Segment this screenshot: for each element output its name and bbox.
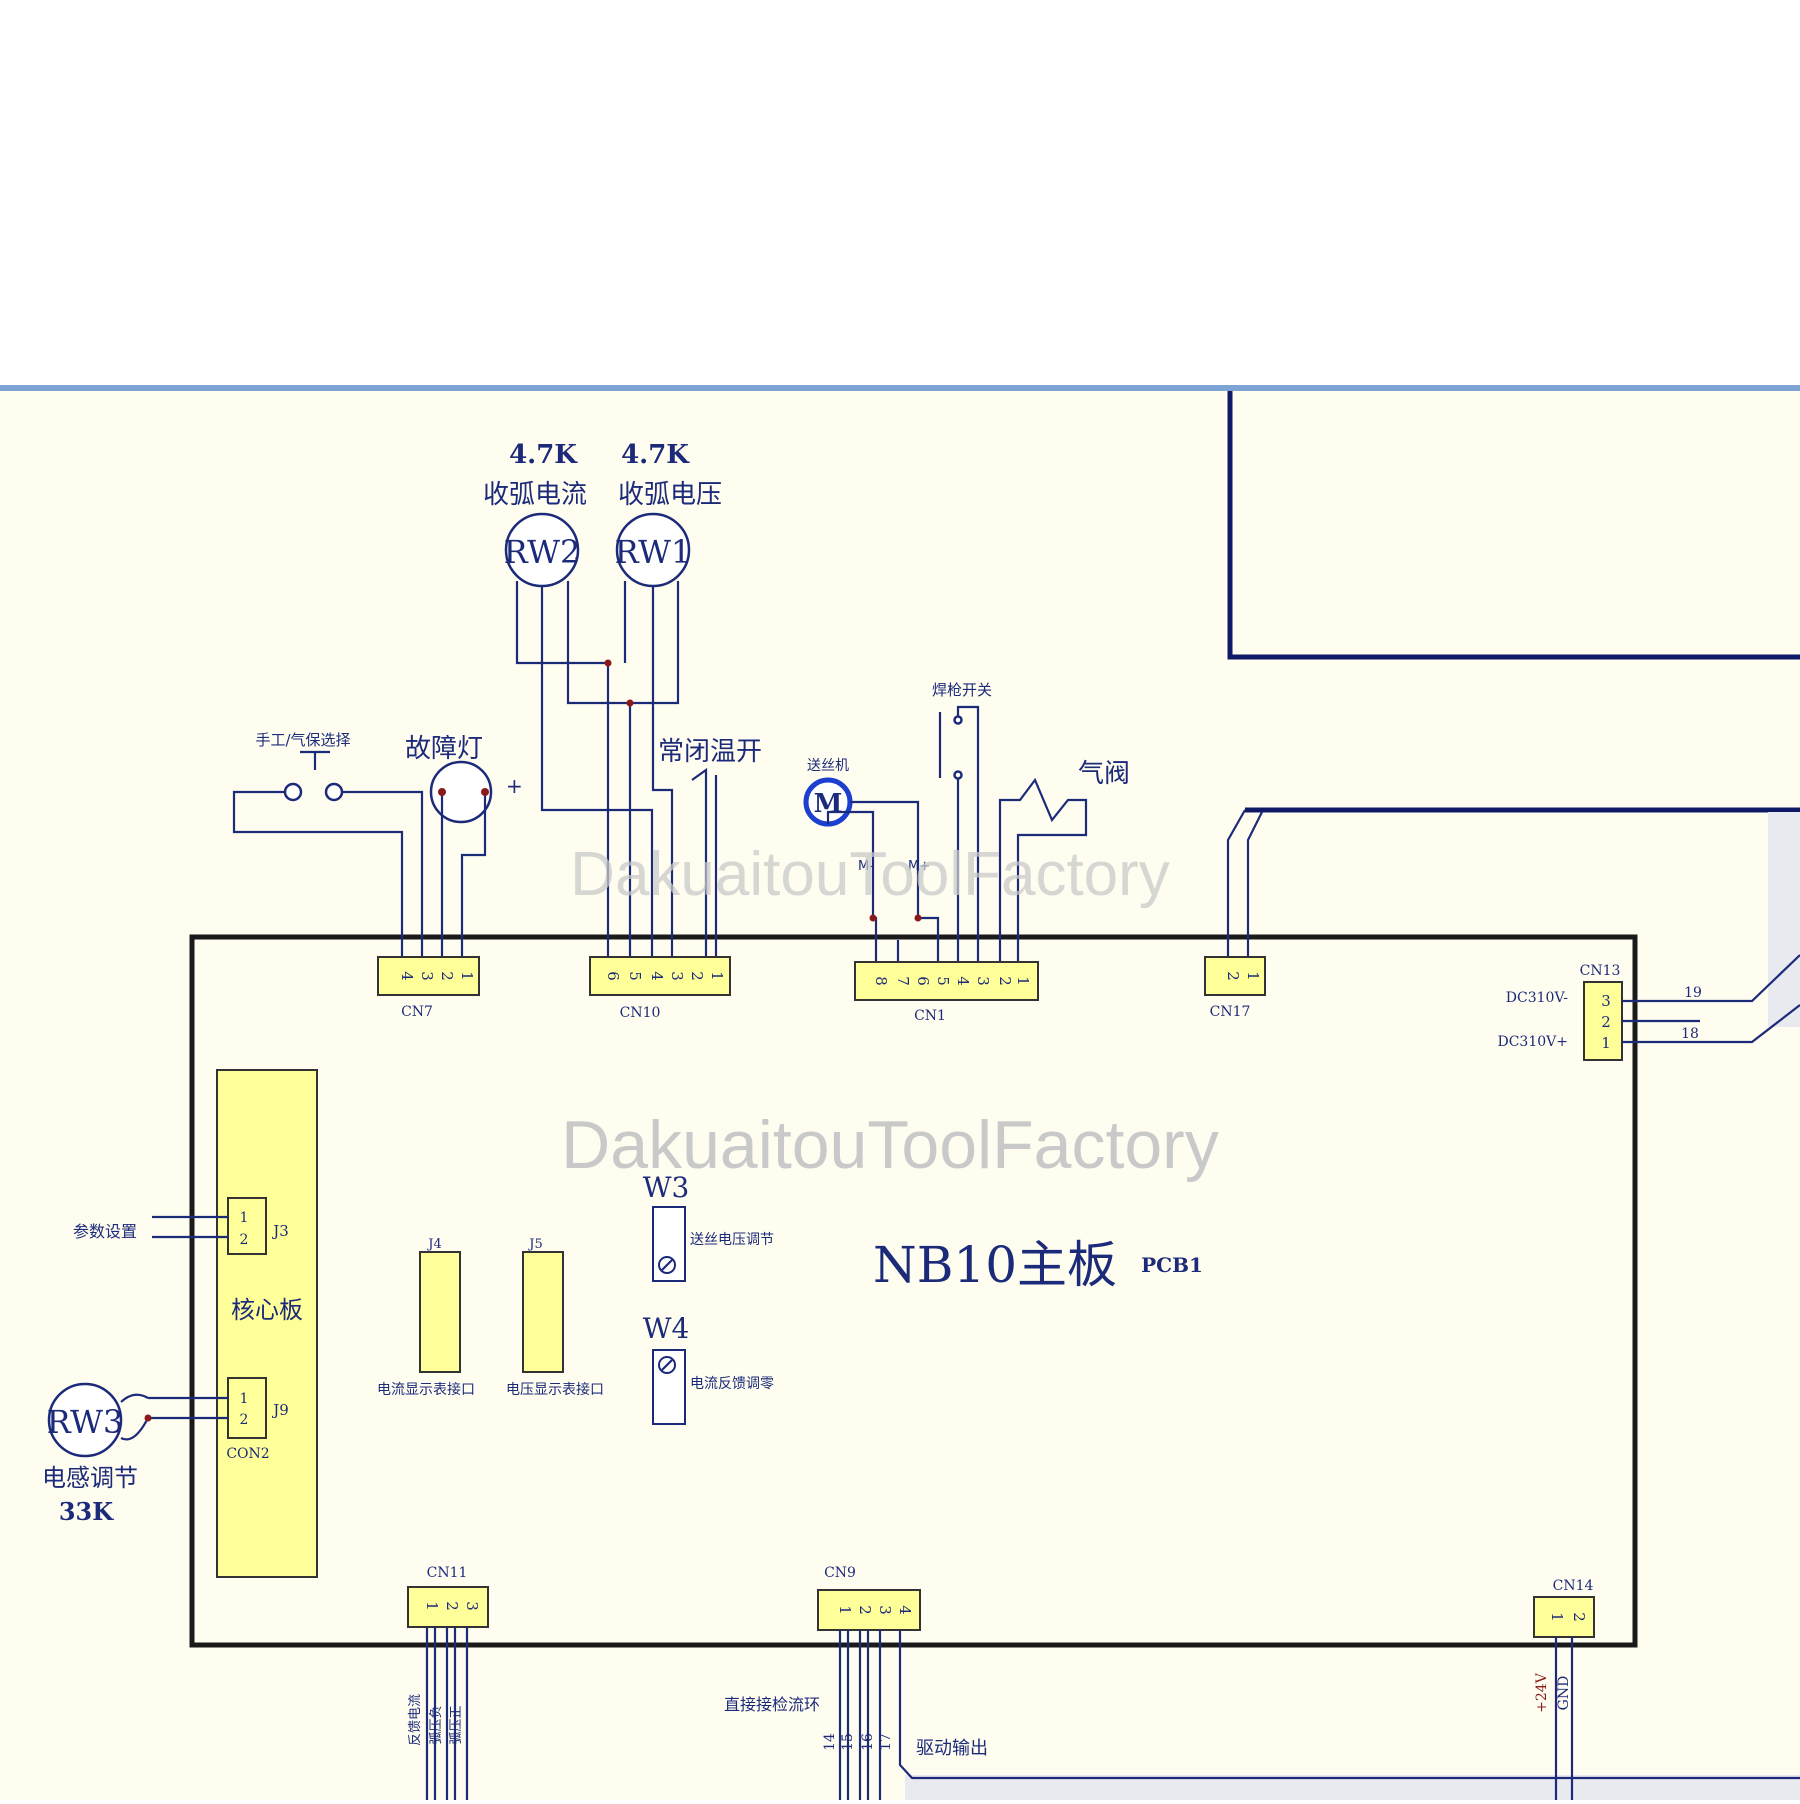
svg-text:2: 2 — [996, 976, 1014, 986]
svg-text:6: 6 — [914, 976, 932, 986]
svg-text:4: 4 — [896, 1605, 914, 1615]
drive-output-label: 驱动输出 — [916, 1738, 988, 1759]
j5-name: J5 — [527, 1237, 542, 1252]
wire-15-label: 15 — [840, 1733, 856, 1751]
cn10-name: CN10 — [620, 1005, 661, 1021]
svg-text:7: 7 — [894, 976, 912, 986]
svg-text:2: 2 — [1570, 1612, 1588, 1622]
core-board[interactable]: 核心板 — [217, 1070, 317, 1577]
svg-text:8: 8 — [872, 976, 890, 986]
cn9-left-label: 直接接检流环 — [724, 1695, 820, 1714]
svg-text:3: 3 — [463, 1601, 481, 1611]
svg-text:2: 2 — [240, 1412, 249, 1428]
wire-19-label: 19 — [1684, 985, 1702, 1001]
rw1-desc: 收弧电压 — [618, 480, 722, 510]
plus24v-label: +24V — [1534, 1672, 1550, 1713]
w4-desc: 电流反馈调零 — [690, 1376, 774, 1392]
j4-desc: 电流显示表接口 — [377, 1381, 475, 1398]
watermark-upper: DakuaitouToolFactory — [570, 840, 1170, 909]
wire-16-label: 16 — [860, 1733, 876, 1751]
svg-text:1: 1 — [1244, 971, 1262, 981]
svg-text:1: 1 — [708, 971, 726, 981]
rw1-label: RW1 — [615, 533, 692, 571]
j3-name: J3 — [271, 1222, 289, 1240]
fault-lamp-plus: + — [506, 774, 523, 798]
j9-name: J9 — [271, 1401, 289, 1419]
svg-text:2: 2 — [688, 971, 706, 981]
svg-text:2: 2 — [438, 971, 456, 981]
svg-text:6: 6 — [604, 971, 622, 981]
svg-text:3: 3 — [668, 971, 686, 981]
con2-name: CON2 — [226, 1446, 269, 1462]
svg-text:4: 4 — [398, 971, 416, 981]
svg-text:3: 3 — [876, 1605, 894, 1615]
svg-text:4: 4 — [954, 976, 972, 986]
feeder-label: 送丝机 — [807, 758, 849, 774]
svg-text:1: 1 — [1014, 976, 1032, 986]
wire-17-label: 17 — [878, 1733, 894, 1751]
svg-text:3: 3 — [418, 971, 436, 981]
svg-text:1: 1 — [458, 971, 476, 981]
cn11-wire-3-label: 弧压正 — [449, 1705, 464, 1744]
rw3-desc: 电感调节 — [42, 1464, 138, 1492]
dc310v-plus-label: DC310V+ — [1498, 1034, 1569, 1050]
svg-text:1: 1 — [423, 1601, 441, 1611]
nc-thermo-label: 常闭温开 — [658, 737, 762, 767]
gas-valve-label: 气阀 — [1078, 759, 1130, 789]
rw3-value: 33K — [59, 1497, 114, 1526]
j4-name: J4 — [426, 1237, 441, 1252]
board-title: NB10主板 — [873, 1236, 1117, 1294]
cn9-name: CN9 — [824, 1565, 856, 1581]
rw2-desc: 收弧电流 — [483, 480, 587, 510]
cn1-name: CN1 — [914, 1008, 946, 1024]
rw2-label: RW2 — [504, 533, 581, 571]
svg-text:2: 2 — [443, 1601, 461, 1611]
w4-name: W4 — [643, 1312, 690, 1345]
svg-text:2: 2 — [856, 1605, 874, 1615]
svg-text:1: 1 — [1548, 1612, 1566, 1622]
cn14-name: CN14 — [1553, 1578, 1594, 1594]
pcb-label: PCB1 — [1141, 1253, 1203, 1277]
rw1-value: 4.7K — [621, 440, 690, 470]
w3-desc: 送丝电压调节 — [690, 1232, 774, 1248]
svg-text:2: 2 — [1224, 971, 1242, 981]
manual-select-label: 手工/气保选择 — [255, 731, 350, 749]
svg-text:5: 5 — [626, 971, 644, 981]
core-board-label: 核心板 — [231, 1296, 303, 1324]
svg-text:5: 5 — [934, 976, 952, 986]
watermark-lower: DakuaitouToolFactory — [561, 1107, 1219, 1183]
header-band — [0, 385, 1800, 391]
svg-text:1: 1 — [240, 1210, 249, 1226]
svg-text:1: 1 — [1601, 1034, 1611, 1052]
gnd-label: GND — [1556, 1676, 1572, 1711]
svg-text:1: 1 — [836, 1605, 854, 1615]
svg-text:4: 4 — [648, 971, 666, 981]
cn13-name: CN13 — [1580, 963, 1621, 979]
wire-18-label: 18 — [1681, 1026, 1699, 1042]
svg-text:2: 2 — [1601, 1013, 1611, 1031]
torch-switch-label: 焊枪开关 — [932, 681, 992, 699]
svg-text:3: 3 — [974, 976, 992, 986]
dc310v-minus-label: DC310V- — [1506, 990, 1568, 1006]
cn17-name: CN17 — [1210, 1004, 1251, 1020]
svg-text:1: 1 — [240, 1391, 249, 1407]
j5-desc: 电压显示表接口 — [506, 1381, 604, 1398]
cn7-name: CN7 — [401, 1004, 433, 1020]
cn11-name: CN11 — [427, 1565, 468, 1581]
rw2-value: 4.7K — [509, 440, 578, 470]
cn11-wire-1-label: 反馈电流 — [408, 1694, 423, 1746]
param-setting-label: 参数设置 — [73, 1222, 137, 1241]
fault-lamp-label: 故障灯 — [405, 734, 483, 764]
top-blank-area — [0, 0, 1800, 385]
svg-text:2: 2 — [240, 1232, 249, 1248]
svg-text:3: 3 — [1601, 992, 1611, 1010]
right-edge-panel — [1768, 812, 1800, 1027]
rw3-label: RW3 — [47, 1403, 124, 1441]
wire-14-label: 14 — [822, 1733, 838, 1751]
cn11-wire-2-label: 弧压负 — [429, 1705, 444, 1744]
